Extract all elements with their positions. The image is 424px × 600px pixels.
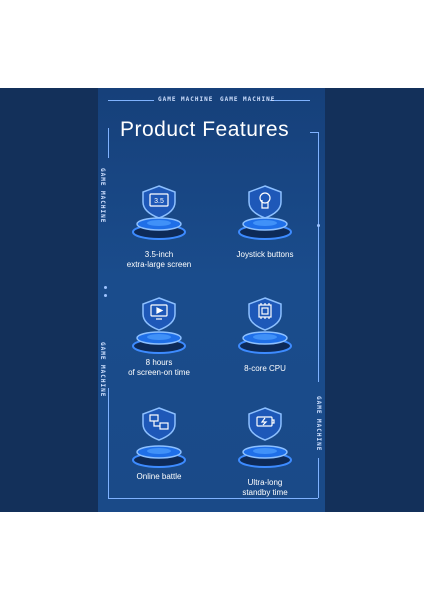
feature-label: Ultra-long standby time <box>242 478 288 497</box>
game-machine-side-tag: GAME MACHINE <box>99 342 106 398</box>
feature-standby: Ultra-long standby time <box>210 398 320 508</box>
screen-size-icon: 3.5 <box>149 193 169 207</box>
frame-right-line <box>318 458 319 498</box>
frame-left-line <box>108 388 109 498</box>
feature-label: 3.5-inch extra-large screen <box>126 250 192 269</box>
game-machine-side-tag: GAME MACHINE <box>99 168 106 224</box>
frame-right-line <box>318 132 319 382</box>
joystick-touch-icon <box>259 192 271 209</box>
feature-panel <box>98 88 325 512</box>
game-machine-tag: GAME MACHINE <box>220 96 276 103</box>
frame-top-line <box>108 100 154 101</box>
product-features-banner: GAME MACHINE GAME MACHINE GAME MACHINE G… <box>0 88 424 512</box>
frame-dot <box>104 294 107 297</box>
frame-top-corner <box>310 132 319 133</box>
frame-dot <box>104 286 107 289</box>
game-machine-side-tag: GAME MACHINE <box>315 396 322 452</box>
frame-left-line <box>108 128 109 158</box>
frame-top-line <box>270 100 310 101</box>
feature-screen-size: 3.5 3.5-inch extra-large screen <box>104 170 214 280</box>
feature-label: 8-core CPU <box>244 364 286 373</box>
monitor-play-icon <box>150 304 168 320</box>
battery-charge-icon <box>256 416 275 427</box>
page-title: Product Features <box>120 118 290 141</box>
feature-online-battle: Online battle <box>104 398 214 508</box>
feature-joystick: Joystick buttons <box>210 170 320 280</box>
network-battle-icon <box>149 414 169 430</box>
screen-size-badge: 3.5 <box>154 198 164 205</box>
feature-label: Online battle <box>136 472 182 481</box>
feature-screen-time: 8 hours of screen-on time <box>104 284 214 394</box>
cpu-chip-icon <box>258 303 272 319</box>
frame-dot <box>317 224 320 227</box>
feature-label: 8 hours of screen-on time <box>128 358 190 377</box>
feature-cpu: 8-core CPU <box>210 284 320 394</box>
frame-bottom-line <box>108 498 318 499</box>
game-machine-tag: GAME MACHINE <box>158 96 214 103</box>
feature-label: Joystick buttons <box>236 250 294 259</box>
